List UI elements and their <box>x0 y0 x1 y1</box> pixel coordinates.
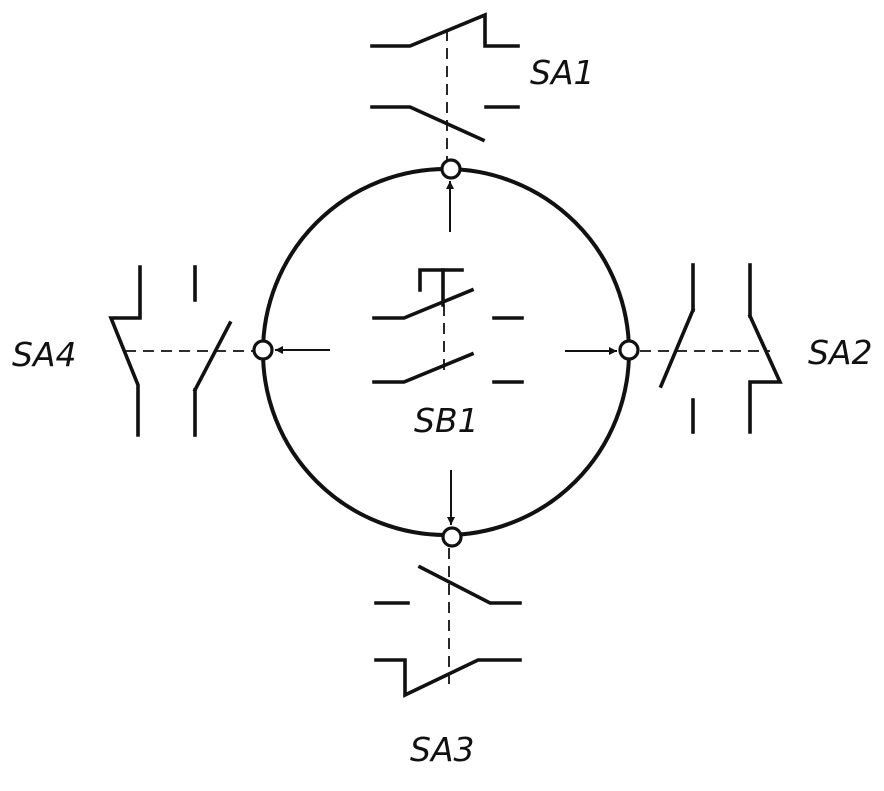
node-left <box>252 339 274 361</box>
label-sa4: SA4 <box>12 335 77 374</box>
label-sa2: SA2 <box>808 333 873 372</box>
switch-sb1 <box>372 268 524 384</box>
switch-sa1 <box>370 12 520 160</box>
switch-sa4 <box>108 265 254 437</box>
label-sb1: SB1 <box>414 401 479 440</box>
switch-sa2 <box>640 263 783 434</box>
node-bottom <box>441 526 463 548</box>
label-sa1: SA1 <box>530 53 595 92</box>
switch-sa3 <box>374 548 522 698</box>
node-right <box>618 339 640 361</box>
label-sa3: SA3 <box>410 730 475 769</box>
node-top <box>440 158 462 180</box>
